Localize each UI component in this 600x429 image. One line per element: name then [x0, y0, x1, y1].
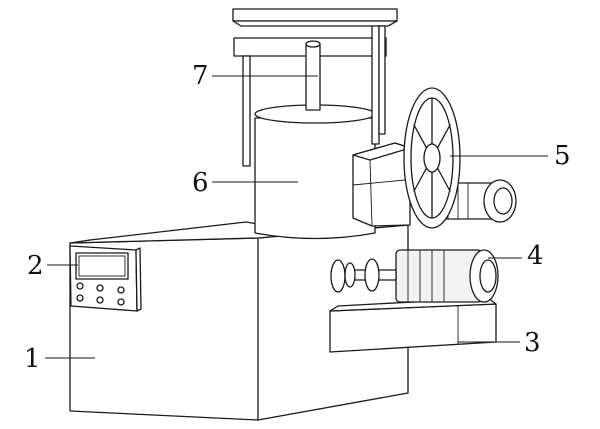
- panel-button-1: [76, 282, 84, 290]
- lower-motor-end-inner: [479, 259, 497, 293]
- callout-5: 5: [554, 141, 571, 171]
- control-panel-side: [135, 247, 142, 312]
- panel-button-4: [76, 294, 84, 302]
- display-screen: [75, 252, 129, 280]
- gearbox-seam: [352, 179, 406, 186]
- shaft-coupling-middle: [344, 262, 356, 288]
- cabinet-top-bevel: [71, 239, 91, 244]
- press-piston: [305, 43, 321, 111]
- lower-motor: [330, 249, 499, 303]
- callout-2: 2: [27, 251, 44, 281]
- gearbox-edge: [369, 159, 373, 227]
- frame-beam-underside: [232, 20, 398, 27]
- frame-top-beam: [232, 8, 398, 22]
- callout-7: 7: [192, 61, 209, 91]
- frame-rod-left: [242, 55, 251, 167]
- callout-1: 1: [24, 344, 41, 374]
- handwheel-hub: [423, 143, 441, 173]
- base-block-front: [329, 303, 497, 353]
- frame-rod-right-inner: [378, 25, 386, 135]
- gear-assembly: [352, 87, 517, 229]
- callout-3: 3: [524, 328, 541, 358]
- panel-button-6: [117, 298, 125, 306]
- frame-rod-right: [371, 25, 380, 145]
- display-screen-inner: [78, 255, 126, 277]
- press-frame: [232, 8, 398, 167]
- panel-button-5: [96, 296, 104, 304]
- callout-4: 4: [527, 241, 544, 271]
- panel-button-2: [96, 284, 104, 292]
- control-panel: [69, 245, 142, 312]
- lower-motor-body: [395, 249, 483, 303]
- upper-motor-end-inner: [493, 187, 513, 215]
- leader-lines: [45, 75, 548, 359]
- press-piston-cap: [305, 40, 321, 48]
- motor-base-block: [329, 297, 497, 353]
- shaft-coupling-right: [364, 258, 380, 292]
- callout-6: 6: [192, 168, 209, 198]
- cylinder-body: [254, 117, 376, 240]
- shaft-coupling-left: [330, 259, 346, 293]
- cylinder-tank: [254, 104, 376, 240]
- panel-button-3: [117, 286, 125, 294]
